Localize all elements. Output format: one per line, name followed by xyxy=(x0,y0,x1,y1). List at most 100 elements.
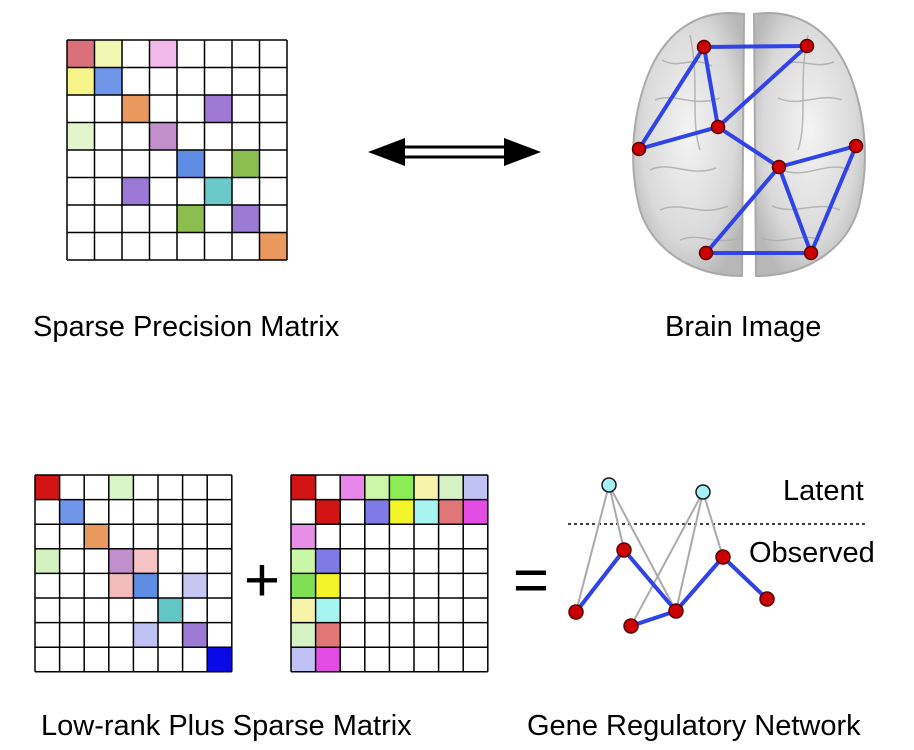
brain-edge xyxy=(716,44,809,129)
precision-matrix-cell xyxy=(122,95,150,123)
low-rank-matrix-cell xyxy=(182,622,208,648)
latent-edge xyxy=(575,484,610,613)
observed-label: Observed xyxy=(749,537,875,569)
observed-node xyxy=(668,603,684,619)
low-rank-matrix-cell xyxy=(108,573,134,598)
observed-edge xyxy=(622,548,678,613)
sparse-matrix xyxy=(290,474,489,673)
latent-node xyxy=(601,477,617,493)
precision-matrix-cell xyxy=(122,177,150,205)
latent-edge xyxy=(630,491,704,627)
sparse-matrix-cell xyxy=(438,499,464,525)
observed-node xyxy=(759,591,775,607)
sparse-matrix-cell xyxy=(463,475,488,500)
precision-matrix-cell xyxy=(177,205,205,233)
brain-node xyxy=(799,38,815,54)
latent-edges xyxy=(575,484,724,627)
low-rank-matrix-cell xyxy=(59,499,85,525)
brain-node xyxy=(848,138,864,154)
gene-regulatory-network: Latent Observed xyxy=(568,475,875,634)
low-rank-matrix-cell xyxy=(108,548,134,574)
sparse-matrix-cell xyxy=(340,475,365,500)
precision-matrix-cell xyxy=(204,95,232,123)
sparse-matrix-cell xyxy=(414,475,439,500)
sparse-matrix-cell xyxy=(315,647,341,672)
sparse-matrix-cell xyxy=(315,622,341,648)
brain-edge xyxy=(702,44,809,49)
sparse-precision-matrix xyxy=(66,39,288,261)
brain-image-caption: Brain Image xyxy=(665,311,821,343)
brain-node xyxy=(803,245,819,261)
brain-network-nodes xyxy=(631,38,864,261)
brain-edge xyxy=(777,165,813,255)
precision-matrix-cell xyxy=(94,67,122,95)
precision-matrix-cell xyxy=(232,205,260,233)
low-rank-matrix-cell xyxy=(182,573,208,598)
brain-edge xyxy=(702,45,720,129)
brain-edge xyxy=(809,144,858,255)
precision-matrix-cell xyxy=(259,232,287,260)
low-rank-matrix-cell xyxy=(133,573,158,598)
precision-matrix-cell xyxy=(149,122,177,150)
low-rank-matrix-cell xyxy=(35,548,60,574)
plus-operator: + xyxy=(244,546,280,615)
observed-edge xyxy=(629,609,678,628)
precision-matrix-cell xyxy=(67,40,95,68)
latent-edge xyxy=(608,484,625,551)
observed-edge xyxy=(721,555,769,601)
observed-edge xyxy=(674,555,725,613)
sparse-matrix-cell xyxy=(463,499,488,525)
observed-node xyxy=(715,549,731,565)
precision-matrix-cell xyxy=(67,67,95,95)
low-rank-matrix-cell xyxy=(133,622,158,648)
gene-network-caption: Gene Regulatory Network xyxy=(527,710,861,742)
latent-edge xyxy=(608,484,677,612)
sparse-matrix-cell xyxy=(291,622,316,648)
sparse-matrix-cell xyxy=(315,573,341,598)
equals-operator: = xyxy=(513,546,549,615)
sparse-matrix-cell xyxy=(364,499,390,525)
low-rank-matrix-cell xyxy=(35,475,60,500)
latent-edge xyxy=(675,491,704,612)
sparse-matrix-cell xyxy=(315,598,341,623)
latent-label: Latent xyxy=(783,475,864,507)
brain-edge xyxy=(637,125,720,151)
sparse-matrix-cell xyxy=(291,548,316,574)
latent-edge xyxy=(702,491,724,558)
brain-image xyxy=(631,12,866,278)
brain-node xyxy=(698,245,714,261)
gene-nodes xyxy=(568,477,775,634)
sparse-matrix-cell xyxy=(389,475,414,500)
sparse-matrix-cell xyxy=(291,598,316,623)
brain-node xyxy=(771,159,787,175)
sparse-matrix-cell xyxy=(438,475,464,500)
brain-edge xyxy=(777,144,858,169)
sparse-matrix-cell xyxy=(291,475,316,500)
precision-matrix-cell xyxy=(177,150,205,178)
precision-matrix-cell xyxy=(204,177,232,205)
observed-edges xyxy=(574,548,769,628)
low-rank-matrix xyxy=(34,474,233,673)
observed-node xyxy=(623,618,639,634)
precision-matrix-cell xyxy=(67,122,95,150)
low-rank-matrix-cell xyxy=(133,548,158,574)
low-rank-matrix-cell xyxy=(207,647,232,672)
precision-matrix-cell xyxy=(94,40,122,68)
sparse-matrix-cell xyxy=(414,499,439,525)
low-rank-matrix-cell xyxy=(158,598,183,623)
low-rank-matrix-cell xyxy=(84,524,109,549)
brain-edge xyxy=(637,45,706,151)
sparse-matrix-cell xyxy=(291,647,316,672)
sparse-matrix-cell xyxy=(291,524,316,549)
sparse-precision-caption: Sparse Precision Matrix xyxy=(33,311,340,343)
observed-node xyxy=(616,542,632,558)
brain-network-edges xyxy=(637,44,858,255)
brain-node xyxy=(696,39,712,55)
brain-edge xyxy=(716,125,781,169)
sparse-matrix-cell xyxy=(315,548,341,574)
sparse-matrix-cell xyxy=(389,499,414,525)
precision-matrix-cell xyxy=(149,40,177,68)
brain-right-hemisphere xyxy=(752,12,866,278)
brain-node xyxy=(631,141,647,157)
